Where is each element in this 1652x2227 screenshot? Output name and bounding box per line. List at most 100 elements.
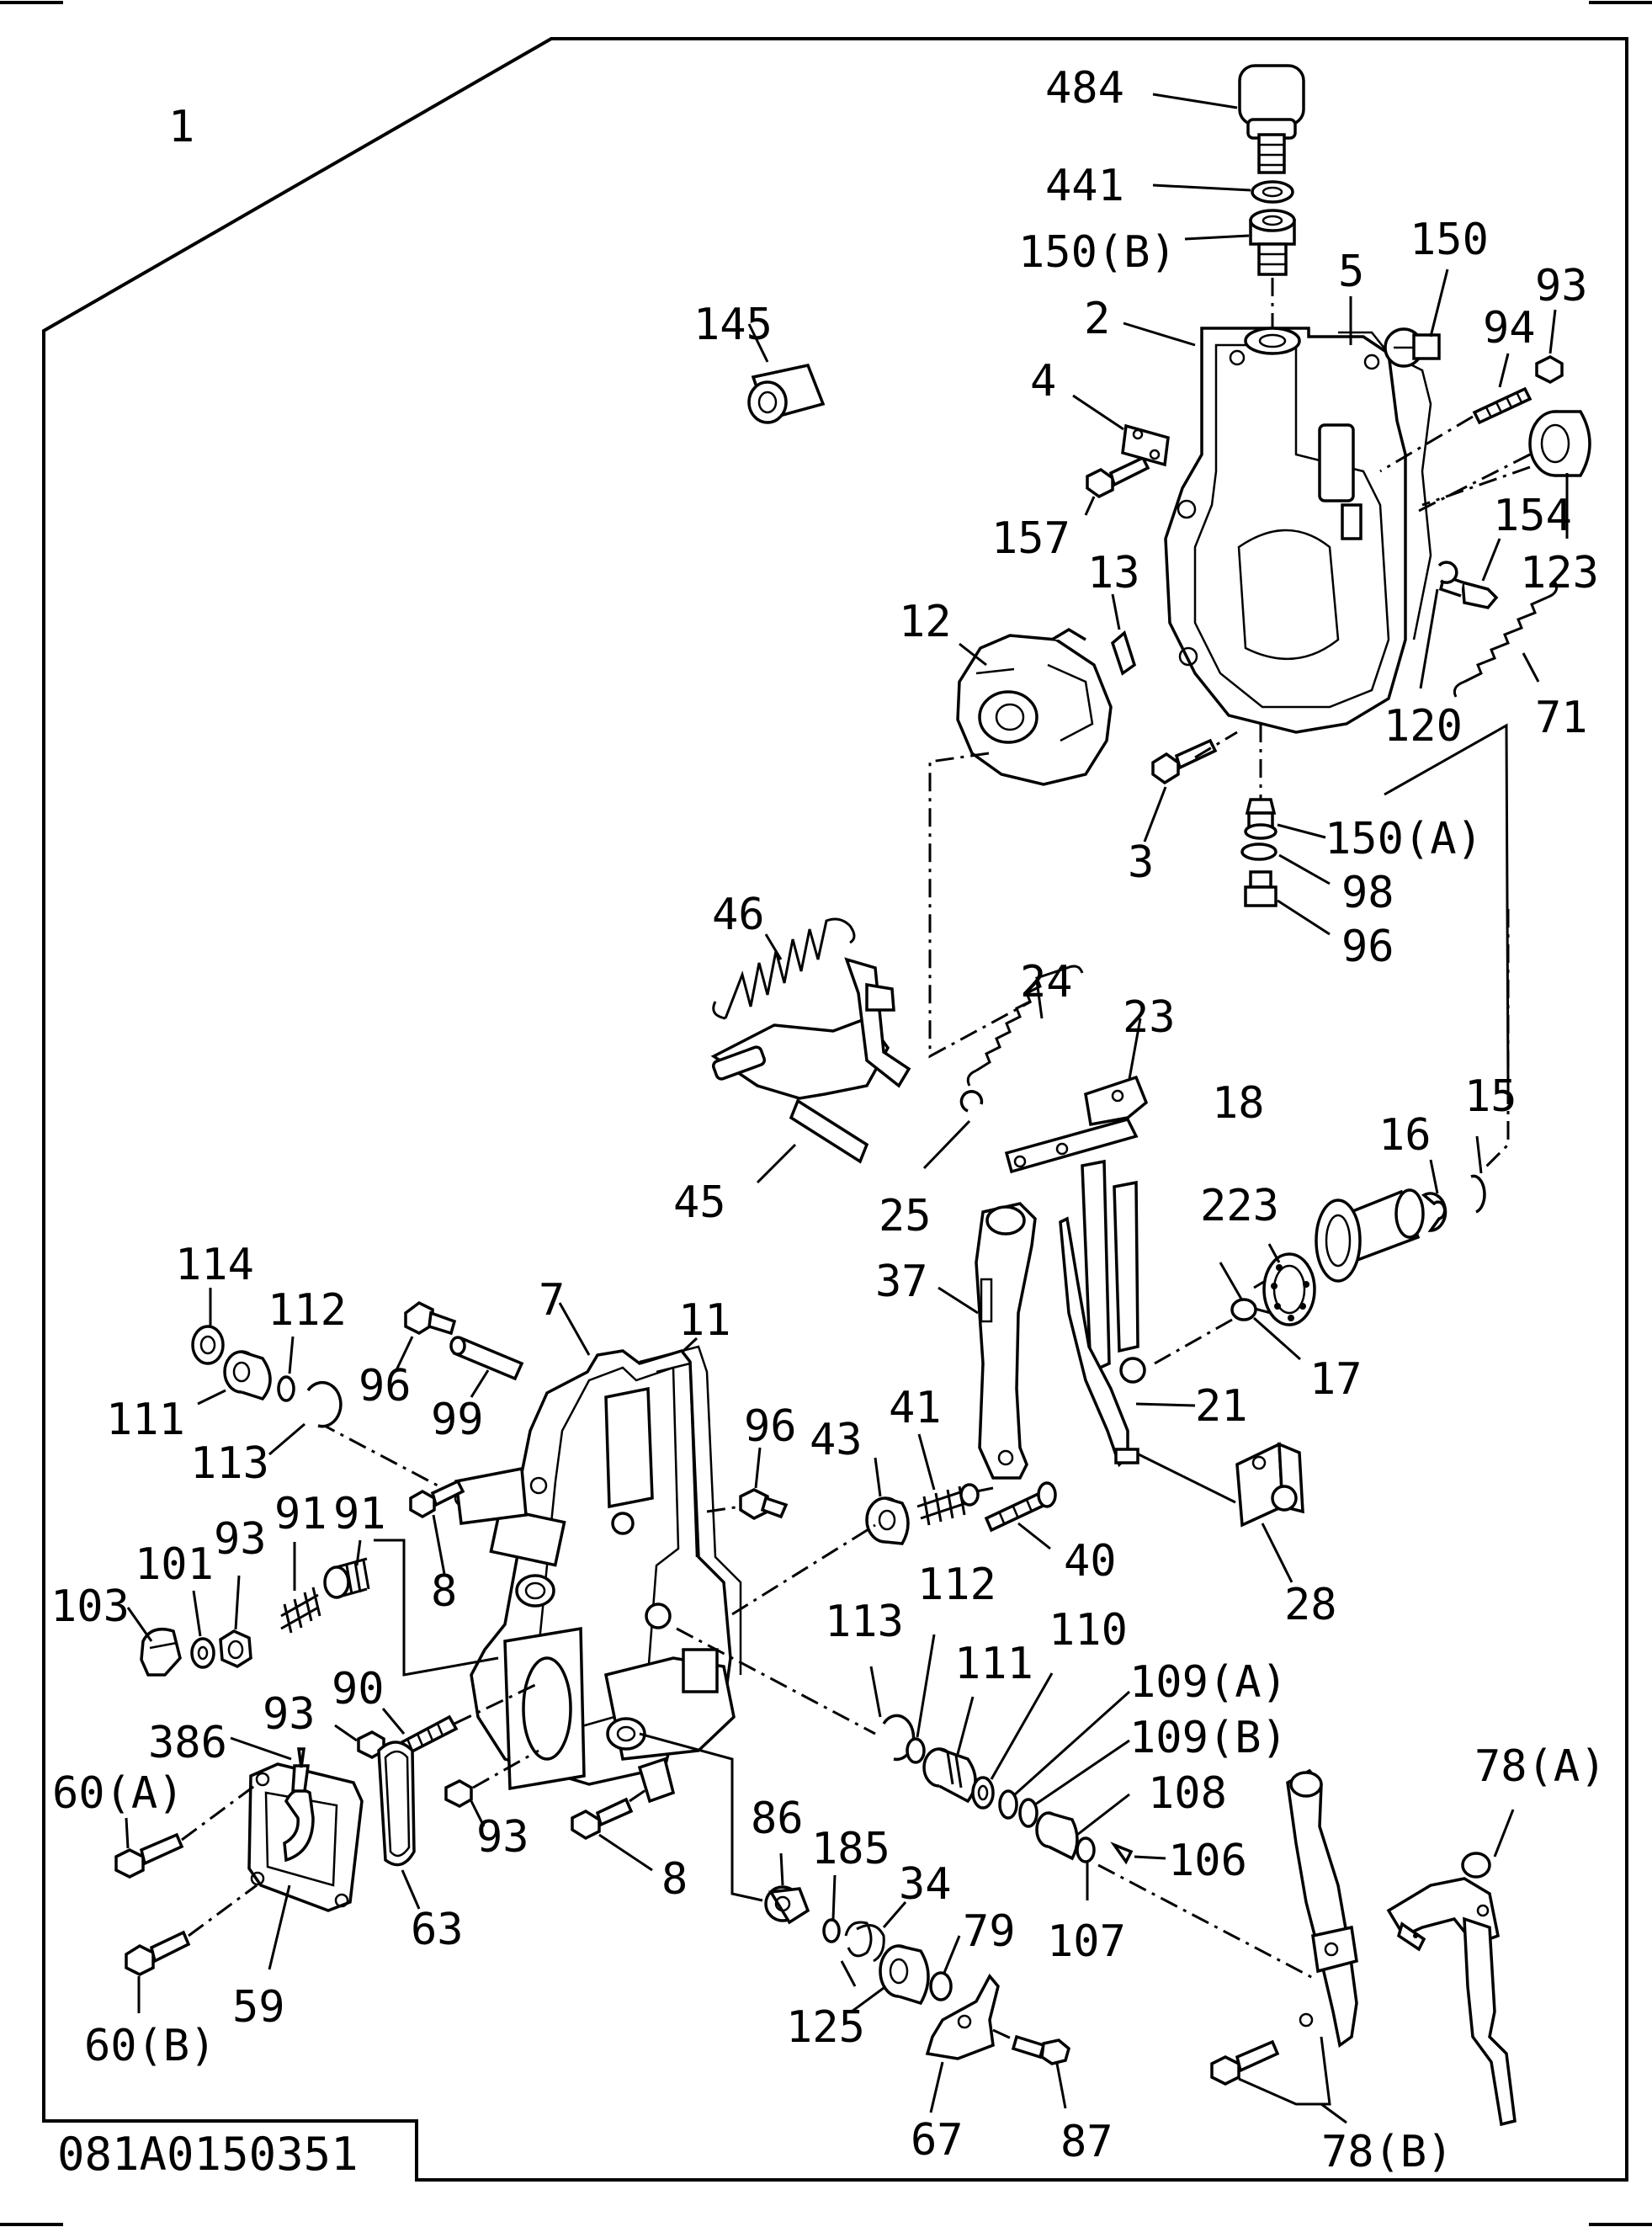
- part-150b-fitting: [1249, 209, 1296, 276]
- part-label: 110: [1049, 1605, 1128, 1656]
- part-98-oring: [1240, 842, 1278, 861]
- part-93-nut-lower: [444, 1779, 473, 1808]
- part-label: 93: [263, 1689, 316, 1740]
- part-223-bearing: [1262, 1252, 1316, 1326]
- part-label: 87: [1060, 2117, 1113, 2167]
- part-label: 13: [1087, 548, 1140, 598]
- part-label: 78(B): [1321, 2127, 1453, 2177]
- part-label: 96: [1341, 922, 1394, 972]
- part-91-spring-b: [323, 1557, 370, 1599]
- part-label: 111: [106, 1395, 185, 1445]
- part-label: 63: [411, 1905, 464, 1955]
- part-93-nut-top: [1535, 355, 1564, 384]
- part-label: 111: [954, 1639, 1033, 1689]
- part-label: 43: [810, 1415, 863, 1465]
- part-label: 145: [693, 300, 773, 350]
- part-28-block: [1235, 1442, 1304, 1528]
- part-label: 15: [1464, 1071, 1517, 1122]
- part-label: 67: [911, 2115, 964, 2166]
- part-96-bolt-left: [404, 1300, 457, 1336]
- part-label: 123: [1520, 548, 1599, 598]
- part-label: 223: [1200, 1181, 1279, 1231]
- part-label: 93: [476, 1812, 529, 1863]
- part-label: 90: [332, 1664, 385, 1714]
- part-label: 93: [214, 1514, 267, 1565]
- part-label: 120: [1384, 701, 1463, 752]
- drawing-code: 081A0150351: [57, 2128, 359, 2181]
- part-87-bolt: [1011, 2034, 1070, 2065]
- part-label: 8: [661, 1854, 688, 1905]
- part-63-gasket: [377, 1741, 416, 1867]
- part-94-screw: [1472, 386, 1532, 425]
- part-45-lever: [710, 957, 911, 1164]
- part-101-washer: [190, 1637, 215, 1669]
- part-112-washer-upper: [277, 1375, 295, 1402]
- part-label: 93: [1535, 261, 1588, 311]
- part-label: 109(A): [1129, 1657, 1288, 1708]
- part-label: 46: [712, 890, 765, 940]
- part-label: 16: [1378, 1110, 1432, 1161]
- part-label: 113: [825, 1597, 904, 1647]
- part-label: 59: [232, 1982, 285, 2033]
- part-label: 150(B): [1018, 227, 1177, 278]
- part-label: 107: [1047, 1916, 1126, 1967]
- part-label: 157: [991, 513, 1070, 564]
- part-71-spring: [1453, 582, 1559, 698]
- part-106-key: [1110, 1842, 1134, 1865]
- part-label: 78(A): [1474, 1741, 1607, 1792]
- part-label: 112: [268, 1285, 347, 1336]
- part-label: 150: [1410, 215, 1489, 265]
- part-111-bushing-upper: [223, 1350, 272, 1401]
- part-label: 103: [50, 1581, 130, 1632]
- part-label: 8: [431, 1566, 457, 1617]
- pump-body-lower: [503, 1626, 736, 1804]
- part-label: 114: [175, 1240, 254, 1290]
- part-label: 12: [899, 597, 952, 647]
- part-150-plug: [1384, 327, 1441, 368]
- part-label: 96: [359, 1361, 412, 1411]
- part-label: 99: [431, 1395, 484, 1445]
- part-91-spring-a: [280, 1587, 321, 1634]
- part-label: 1: [168, 102, 194, 152]
- part-label: 441: [1045, 161, 1124, 211]
- part-label: 109(B): [1129, 1713, 1288, 1763]
- part-123-bushing: [1528, 410, 1591, 477]
- part-label: 113: [190, 1438, 269, 1489]
- part-60a-bolt: [114, 1832, 184, 1879]
- part-label: 185: [811, 1824, 890, 1874]
- part-96-bolt-mid: [739, 1488, 789, 1521]
- part-label: 25: [879, 1191, 932, 1241]
- part-110-washer: [971, 1776, 995, 1810]
- part-label: 21: [1195, 1381, 1248, 1432]
- part-label: 17: [1309, 1354, 1363, 1405]
- part-label: 91: [333, 1489, 386, 1539]
- part-21-fork-lever: [1059, 1159, 1146, 1468]
- part-label: 34: [899, 1859, 952, 1910]
- part-label: 37: [875, 1257, 928, 1307]
- part-label: 11: [678, 1295, 731, 1346]
- part-34-spring: [840, 1921, 885, 1987]
- part-label: 150(A): [1325, 814, 1483, 864]
- part-484-cap: [1238, 64, 1305, 174]
- part-17-washer: [1230, 1298, 1257, 1321]
- part-112-washer-lower: [906, 1737, 926, 1764]
- part-67-plate: [925, 1973, 1000, 2060]
- part-8-screw-upper: [409, 1479, 465, 1519]
- part-78a-bracket: [1386, 1852, 1517, 2127]
- part-2-governor-housing: [1164, 327, 1407, 734]
- part-15-circlip: [1470, 1174, 1486, 1214]
- part-label: 60(B): [84, 2021, 216, 2071]
- part-79-washer: [929, 1971, 953, 2001]
- part-label: 125: [786, 2002, 865, 2053]
- part-120-circlip: [1437, 561, 1458, 584]
- part-46-spring: [712, 917, 856, 1020]
- part-label: 98: [1341, 868, 1394, 918]
- part-label: 60(A): [52, 1768, 184, 1819]
- part-78b-bolt: [1210, 2039, 1280, 2086]
- part-label: 91: [274, 1489, 327, 1539]
- part-23-plate: [1004, 1075, 1149, 1174]
- part-11-gasket: [639, 1345, 742, 1675]
- part-185-oring: [822, 1918, 841, 1943]
